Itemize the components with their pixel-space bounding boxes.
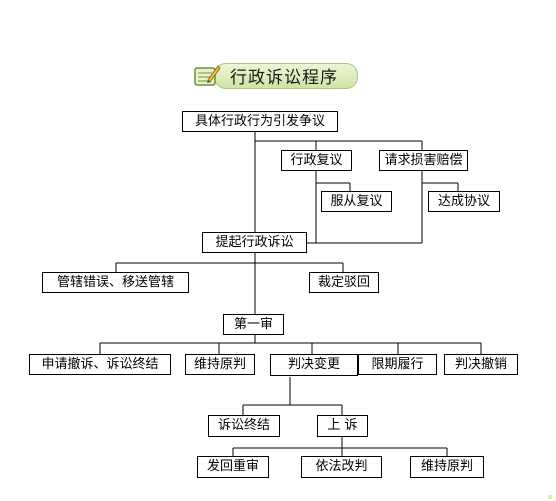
node-jurisdiction-error: 管辖错误、移送管辖: [42, 272, 189, 293]
node-first-instance: 第一审: [223, 314, 284, 335]
node-admin-review: 行政复议: [281, 150, 352, 171]
title-text: 行政诉讼程序: [230, 68, 338, 88]
corner-dot: [548, 495, 552, 499]
node-reach-agreement: 达成协议: [428, 191, 500, 212]
node-file-suit: 提起行政诉讼: [202, 232, 307, 253]
book-pencil-icon: [194, 65, 221, 86]
node-judgment-modify: 判决变更: [270, 354, 358, 376]
diagram-title: 行政诉讼程序: [192, 60, 358, 90]
node-appeal: 上 诉: [317, 415, 368, 437]
node-remand-retrial: 发回重审: [197, 456, 269, 478]
title-badge: [214, 63, 358, 89]
node-uphold-first: 维持原判: [185, 354, 255, 375]
node-amend-by-law: 依法改判: [301, 456, 382, 478]
node-judgment-revoke: 判决撤销: [444, 354, 518, 375]
node-ruling-reject: 裁定驳回: [309, 272, 379, 293]
node-accept-review: 服从复议: [321, 191, 392, 212]
node-deadline-perform: 限期履行: [358, 354, 437, 375]
node-uphold-second: 维持原判: [410, 456, 484, 478]
node-litigation-end: 诉讼终结: [208, 415, 280, 437]
node-withdraw-terminate: 申请撤诉、诉讼终结: [29, 354, 171, 375]
node-compensation-request: 请求损害赔偿: [379, 150, 468, 171]
node-dispute: 具体行政行为引发争议: [182, 111, 338, 132]
